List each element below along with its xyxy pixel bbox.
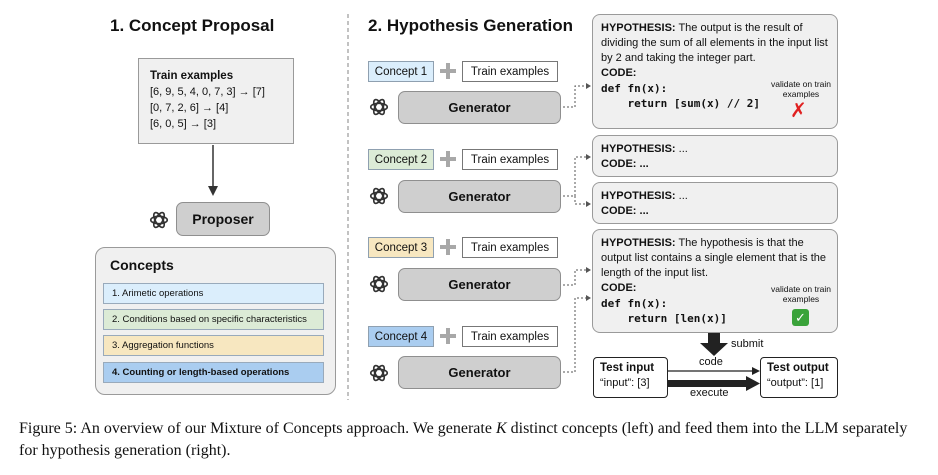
concept-item-2: 2. Conditions based on specific characte…: [103, 309, 324, 330]
generator-box-3: Generator: [398, 268, 561, 301]
concept-tag-1: Concept 1: [368, 61, 434, 82]
test-input-title: Test input: [600, 362, 655, 374]
openai-logo-icon: [369, 275, 389, 293]
test-output-value: “output”: [1]: [767, 377, 824, 389]
code-arrow-label: code: [699, 356, 723, 368]
train-example-row: [6, 9, 5, 4, 0, 7, 3] → [7]: [150, 86, 265, 98]
code-line: return [len(x)]: [601, 312, 727, 325]
caption-variable: K: [495, 420, 507, 437]
code-line: return [sum(x) // 2]: [601, 97, 760, 110]
hypothesis-generation-title: 2. Hypothesis Generation: [368, 16, 573, 35]
openai-logo-icon: [369, 364, 389, 382]
test-output-title: Test output: [767, 362, 829, 374]
code-label: CODE:: [601, 158, 637, 170]
hypothesis-card-3: HYPOTHESIS: ... CODE: ...: [592, 182, 838, 224]
hypothesis-text: ...: [678, 143, 688, 155]
code-label: CODE:: [601, 282, 637, 294]
test-output-box: Test output “output”: [1]: [760, 357, 838, 398]
openai-logo-icon: [369, 187, 389, 205]
train-example-row: [6, 0, 5] → [3]: [150, 118, 217, 130]
test-input-box: Test input “input”: [3]: [593, 357, 668, 398]
figure-caption: Figure 5: An overview of our Mixture of …: [19, 418, 924, 462]
green-check-icon: ✓: [792, 309, 809, 326]
submit-label: submit: [731, 338, 764, 350]
plus-icon: [439, 150, 457, 168]
train-examples-tag: Train examples: [462, 61, 558, 82]
code-text: ...: [639, 205, 649, 217]
train-examples-box: Train examples [6, 9, 5, 4, 0, 7, 3] → […: [138, 58, 294, 144]
hypothesis-label: HYPOTHESIS:: [601, 237, 676, 249]
concepts-title: Concepts: [110, 257, 174, 273]
hypothesis-label: HYPOTHESIS:: [601, 190, 676, 202]
hypothesis-text: ...: [678, 190, 688, 202]
caption-prefix: Figure 5: An overview of our Mixture of …: [19, 420, 496, 437]
test-input-value: “input”: [3]: [600, 377, 650, 389]
train-examples-tag: Train examples: [462, 149, 558, 170]
validate-label: validate on train examples: [770, 79, 831, 99]
hypothesis-label: HYPOTHESIS:: [601, 143, 676, 155]
plus-icon: [439, 238, 457, 256]
code-text: ...: [639, 158, 649, 170]
plus-icon: [439, 327, 457, 345]
plus-icon: [439, 62, 457, 80]
proposer-box: Proposer: [176, 202, 270, 236]
concept-tag-2: Concept 2: [368, 149, 434, 170]
concept-tag-4: Concept 4: [368, 326, 434, 347]
openai-logo-icon: [149, 211, 169, 229]
red-cross-icon: ✗: [790, 100, 807, 122]
hypothesis-text: The output is the result of dividing the…: [601, 22, 828, 64]
concept-item-3: 3. Aggregation functions: [103, 335, 324, 356]
hypothesis-card-1: HYPOTHESIS: The output is the result of …: [592, 14, 838, 129]
execute-label: execute: [690, 387, 729, 399]
openai-logo-icon: [369, 98, 389, 116]
train-examples-tag: Train examples: [462, 326, 558, 347]
code-label: CODE:: [601, 205, 637, 217]
concept-tag-3: Concept 3: [368, 237, 434, 258]
hypothesis-card-2: HYPOTHESIS: ... CODE: ...: [592, 135, 838, 177]
generator-box-1: Generator: [398, 91, 561, 124]
hypothesis-text: The hypothesis is that the output list c…: [601, 237, 827, 279]
generator-box-2: Generator: [398, 180, 561, 213]
hypothesis-card-4: HYPOTHESIS: The hypothesis is that the o…: [592, 229, 838, 333]
train-examples-heading: Train examples: [150, 70, 234, 82]
code-line: def fn(x):: [601, 82, 668, 95]
generator-box-4: Generator: [398, 356, 561, 389]
concept-item-1: 1. Arimetic operations: [103, 283, 324, 304]
concept-proposal-title: 1. Concept Proposal: [110, 16, 275, 35]
train-examples-tag: Train examples: [462, 237, 558, 258]
hypothesis-label: HYPOTHESIS:: [601, 22, 676, 34]
caption-suffix: distinct concepts (left) and feed them i…: [19, 420, 908, 459]
train-example-row: [0, 7, 2, 6] → [4]: [150, 102, 229, 114]
code-line: def fn(x):: [601, 297, 668, 310]
code-label: CODE:: [601, 67, 637, 79]
validate-label: validate on train examples: [770, 284, 831, 304]
concept-item-4: 4. Counting or length-based operations: [103, 362, 324, 383]
